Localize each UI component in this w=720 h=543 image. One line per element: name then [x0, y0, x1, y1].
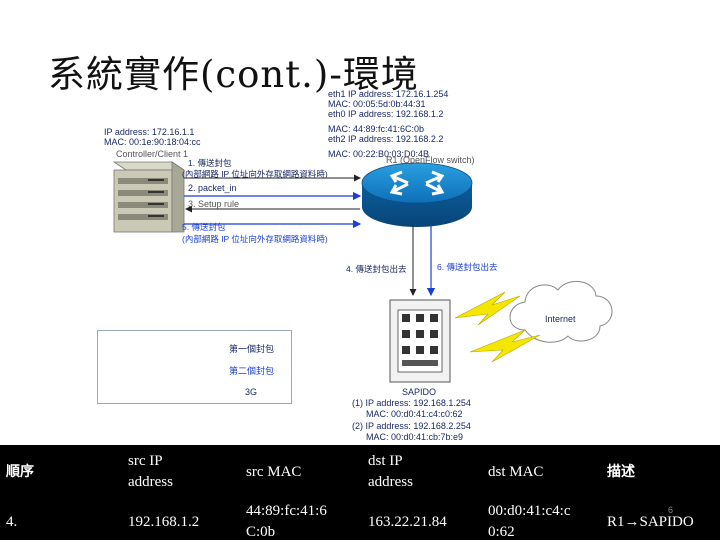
router-eth0-mac: MAC: 44:89:fc:41:6C:0b	[328, 124, 425, 134]
header-dst-ip-line2: address	[368, 474, 413, 490]
step-2-label: 2. packet_in	[188, 183, 237, 193]
openflow-switch-icon	[361, 162, 473, 227]
controller-mac: MAC: 00:1e:90:18:04:cc	[104, 137, 201, 147]
sapido-router-icon	[389, 299, 451, 383]
step-1-note: (內部網路 IP 位址向外存取網路資料時)	[182, 169, 328, 179]
controller-name: Controller/Client 1	[116, 149, 189, 159]
internet-cloud-icon	[509, 281, 613, 343]
router-eth2-mac: MAC: 00:22:B0:03:D0:4B	[328, 149, 430, 159]
router-eth1-ip: eth1 IP address: 172.16.1.254	[328, 89, 449, 99]
legend-second-packet: 第二個封包	[229, 366, 275, 376]
header-dst-ip: dst IP address	[368, 451, 413, 493]
row-src-mac: 44:89:fc:41:6 C:0b	[246, 501, 327, 543]
routing-table: 順序 src IP address src MAC dst IP address…	[0, 445, 720, 540]
row-description: R1→SAPIDO	[607, 514, 694, 530]
step-3-label: 3. Setup rule	[188, 199, 240, 209]
step-6-label: 6. 傳送封包出去	[437, 262, 498, 272]
internet-label: Internet	[545, 314, 576, 324]
controller-info: IP address: 172.16.1.1 MAC: 00:1e:90:18:…	[104, 127, 201, 147]
row-src-mac-line1: 44:89:fc:41:6	[246, 503, 327, 519]
sapido-name: SAPIDO	[402, 387, 437, 397]
router-info: eth1 IP address: 172.16.1.254 MAC: 00:05…	[328, 89, 448, 159]
router-name: R1 (OpenFlow switch)	[386, 155, 475, 165]
sapido-mac-2: MAC: 00:d0:41:cb:7b:e9	[366, 432, 464, 442]
row-dst-ip: 163.22.21.84	[368, 514, 447, 530]
row-src-ip: 192.168.1.2	[128, 514, 200, 530]
header-dst-mac: dst MAC	[488, 464, 544, 480]
step-5-label: 5. 傳送封包	[182, 222, 226, 232]
row-dst-mac-line1: 00:d0:41:c4:c	[488, 503, 571, 519]
header-description: 描述	[607, 464, 635, 480]
sapido-mac-1: MAC: 00:d0:41:c4:c0:62	[366, 409, 463, 419]
step-5-note: (內部網路 IP 位址向外存取網路資料時)	[182, 234, 328, 244]
header-src-ip-line1: src IP	[128, 453, 163, 469]
legend-box	[97, 330, 292, 404]
lightning-3g-icon	[454, 291, 541, 363]
legend-first-packet: 第一個封包	[229, 344, 275, 354]
controller-server-icon	[112, 161, 186, 233]
row-dst-mac-line2: 0:62	[488, 524, 515, 540]
row-order: 4.	[6, 514, 18, 530]
page-number: 6	[668, 505, 674, 515]
header-src-mac: src MAC	[246, 464, 302, 480]
router-eth1-mac: MAC: 00:05:5d:0b:44:31	[328, 99, 426, 109]
header-src-ip: src IP address	[128, 451, 173, 493]
legend-3g: 3G	[245, 387, 258, 397]
row-dst-mac: 00:d0:41:c4:c 0:62	[488, 501, 571, 543]
sapido-ip-2: (2) IP address: 192.168.2.254	[352, 421, 471, 431]
router-eth2-ip: eth2 IP address: 192.168.2.2	[328, 134, 444, 144]
network-diagram	[112, 161, 613, 398]
header-order: 順序	[6, 464, 34, 480]
header-dst-ip-line1: dst IP	[368, 453, 403, 469]
sapido-ip-1: (1) IP address: 192.168.1.254	[352, 398, 471, 408]
header-src-ip-line2: address	[128, 474, 173, 490]
router-eth0-ip: eth0 IP address: 192.168.1.2	[328, 109, 444, 119]
row-src-mac-line2: C:0b	[246, 524, 276, 540]
step-1-label: 1. 傳送封包	[188, 158, 232, 168]
controller-ip: IP address: 172.16.1.1	[104, 127, 195, 137]
page-title: 系統實作(cont.)-環境	[48, 53, 419, 96]
step-4-label: 4. 傳送封包出去	[346, 264, 407, 274]
